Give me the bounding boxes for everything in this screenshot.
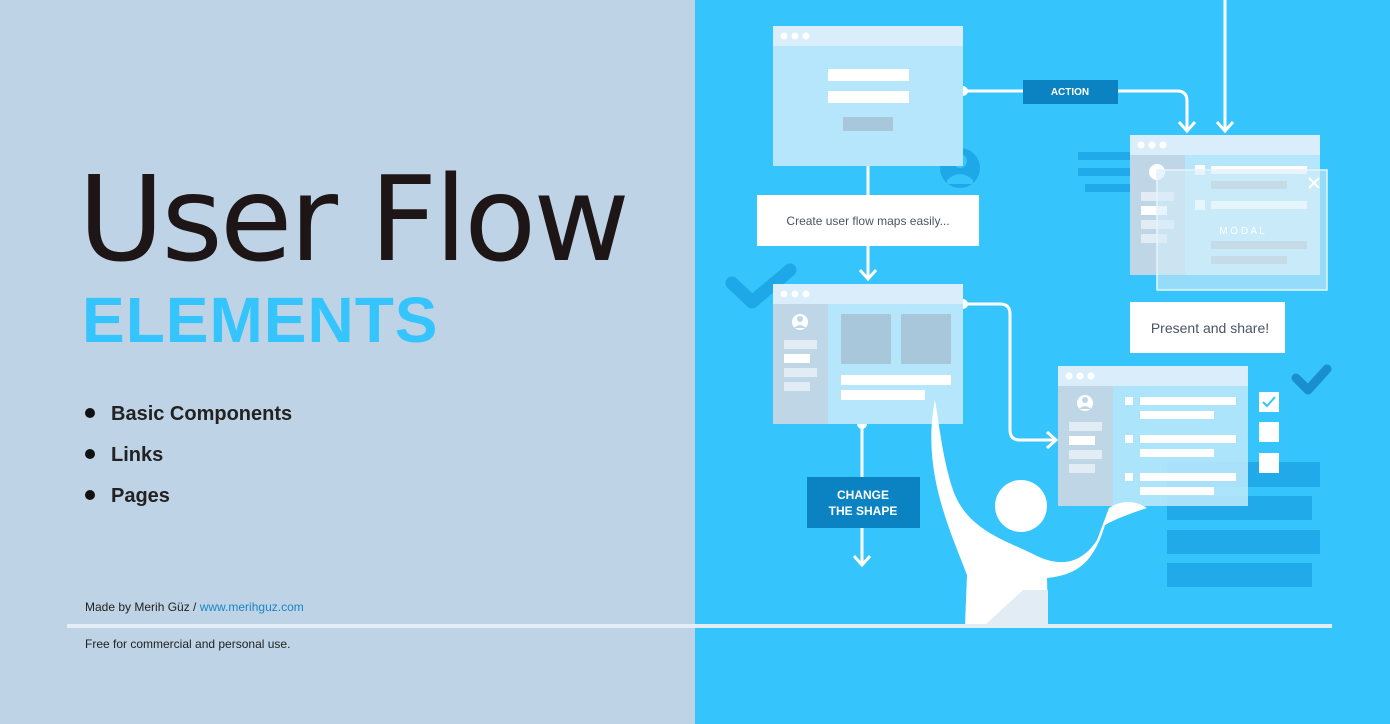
note-present-text: Present and share! bbox=[1151, 320, 1269, 336]
action-label: ACTION bbox=[1051, 87, 1089, 98]
checkbox[interactable] bbox=[1259, 422, 1279, 442]
list-item: Pages bbox=[85, 482, 292, 523]
modal-label: M O D A L bbox=[1219, 226, 1265, 237]
note-create bbox=[757, 195, 979, 246]
note-create-text: Create user flow maps easily... bbox=[786, 214, 949, 228]
list-window bbox=[1058, 366, 1248, 506]
change-shape-button[interactable] bbox=[807, 477, 920, 528]
page-title: User Flow bbox=[78, 150, 630, 288]
feature-list: Basic Components Links Pages bbox=[85, 400, 292, 523]
user-flow-illustration: ACTION Create user flow maps easily... C… bbox=[725, 0, 1332, 625]
change-shape-label-2: THE SHAPE bbox=[829, 504, 898, 518]
modal-window: M O D A L bbox=[1130, 135, 1328, 291]
list-item: Basic Components bbox=[85, 400, 292, 441]
footer-divider bbox=[67, 624, 1332, 628]
change-shape-label-1: CHANGE bbox=[837, 488, 889, 502]
credit-line: Made by Merih Güz / www.merihguz.com bbox=[85, 600, 304, 614]
flow-connectors bbox=[852, 0, 1235, 568]
feature-label: Links bbox=[111, 444, 164, 466]
license-text: Free for commercial and personal use. bbox=[85, 637, 291, 651]
page-window bbox=[773, 284, 963, 424]
illustration-panel: ACTION Create user flow maps easily... C… bbox=[695, 0, 1390, 724]
bullet-icon bbox=[85, 490, 95, 500]
checkbox-group bbox=[1259, 392, 1279, 473]
bullet-icon bbox=[85, 408, 95, 418]
feature-label: Pages bbox=[111, 485, 170, 507]
person-figure bbox=[931, 400, 1147, 625]
action-button[interactable] bbox=[1023, 80, 1118, 104]
credit-text: Made by Merih Güz / bbox=[85, 600, 200, 614]
page-subtitle: ELEMENTS bbox=[82, 284, 439, 356]
list-item: Links bbox=[85, 441, 292, 482]
website-link[interactable]: www.merihguz.com bbox=[199, 600, 304, 614]
checkmark-icon bbox=[725, 263, 797, 309]
login-window bbox=[773, 26, 963, 166]
bullet-icon bbox=[85, 449, 95, 459]
feature-label: Basic Components bbox=[111, 403, 293, 425]
note-present bbox=[1130, 302, 1285, 353]
close-icon[interactable] bbox=[1308, 177, 1320, 189]
left-panel bbox=[0, 0, 695, 724]
checkbox-checked[interactable] bbox=[1259, 392, 1279, 412]
checkbox[interactable] bbox=[1259, 453, 1279, 473]
checkmark-icon bbox=[1291, 364, 1332, 395]
